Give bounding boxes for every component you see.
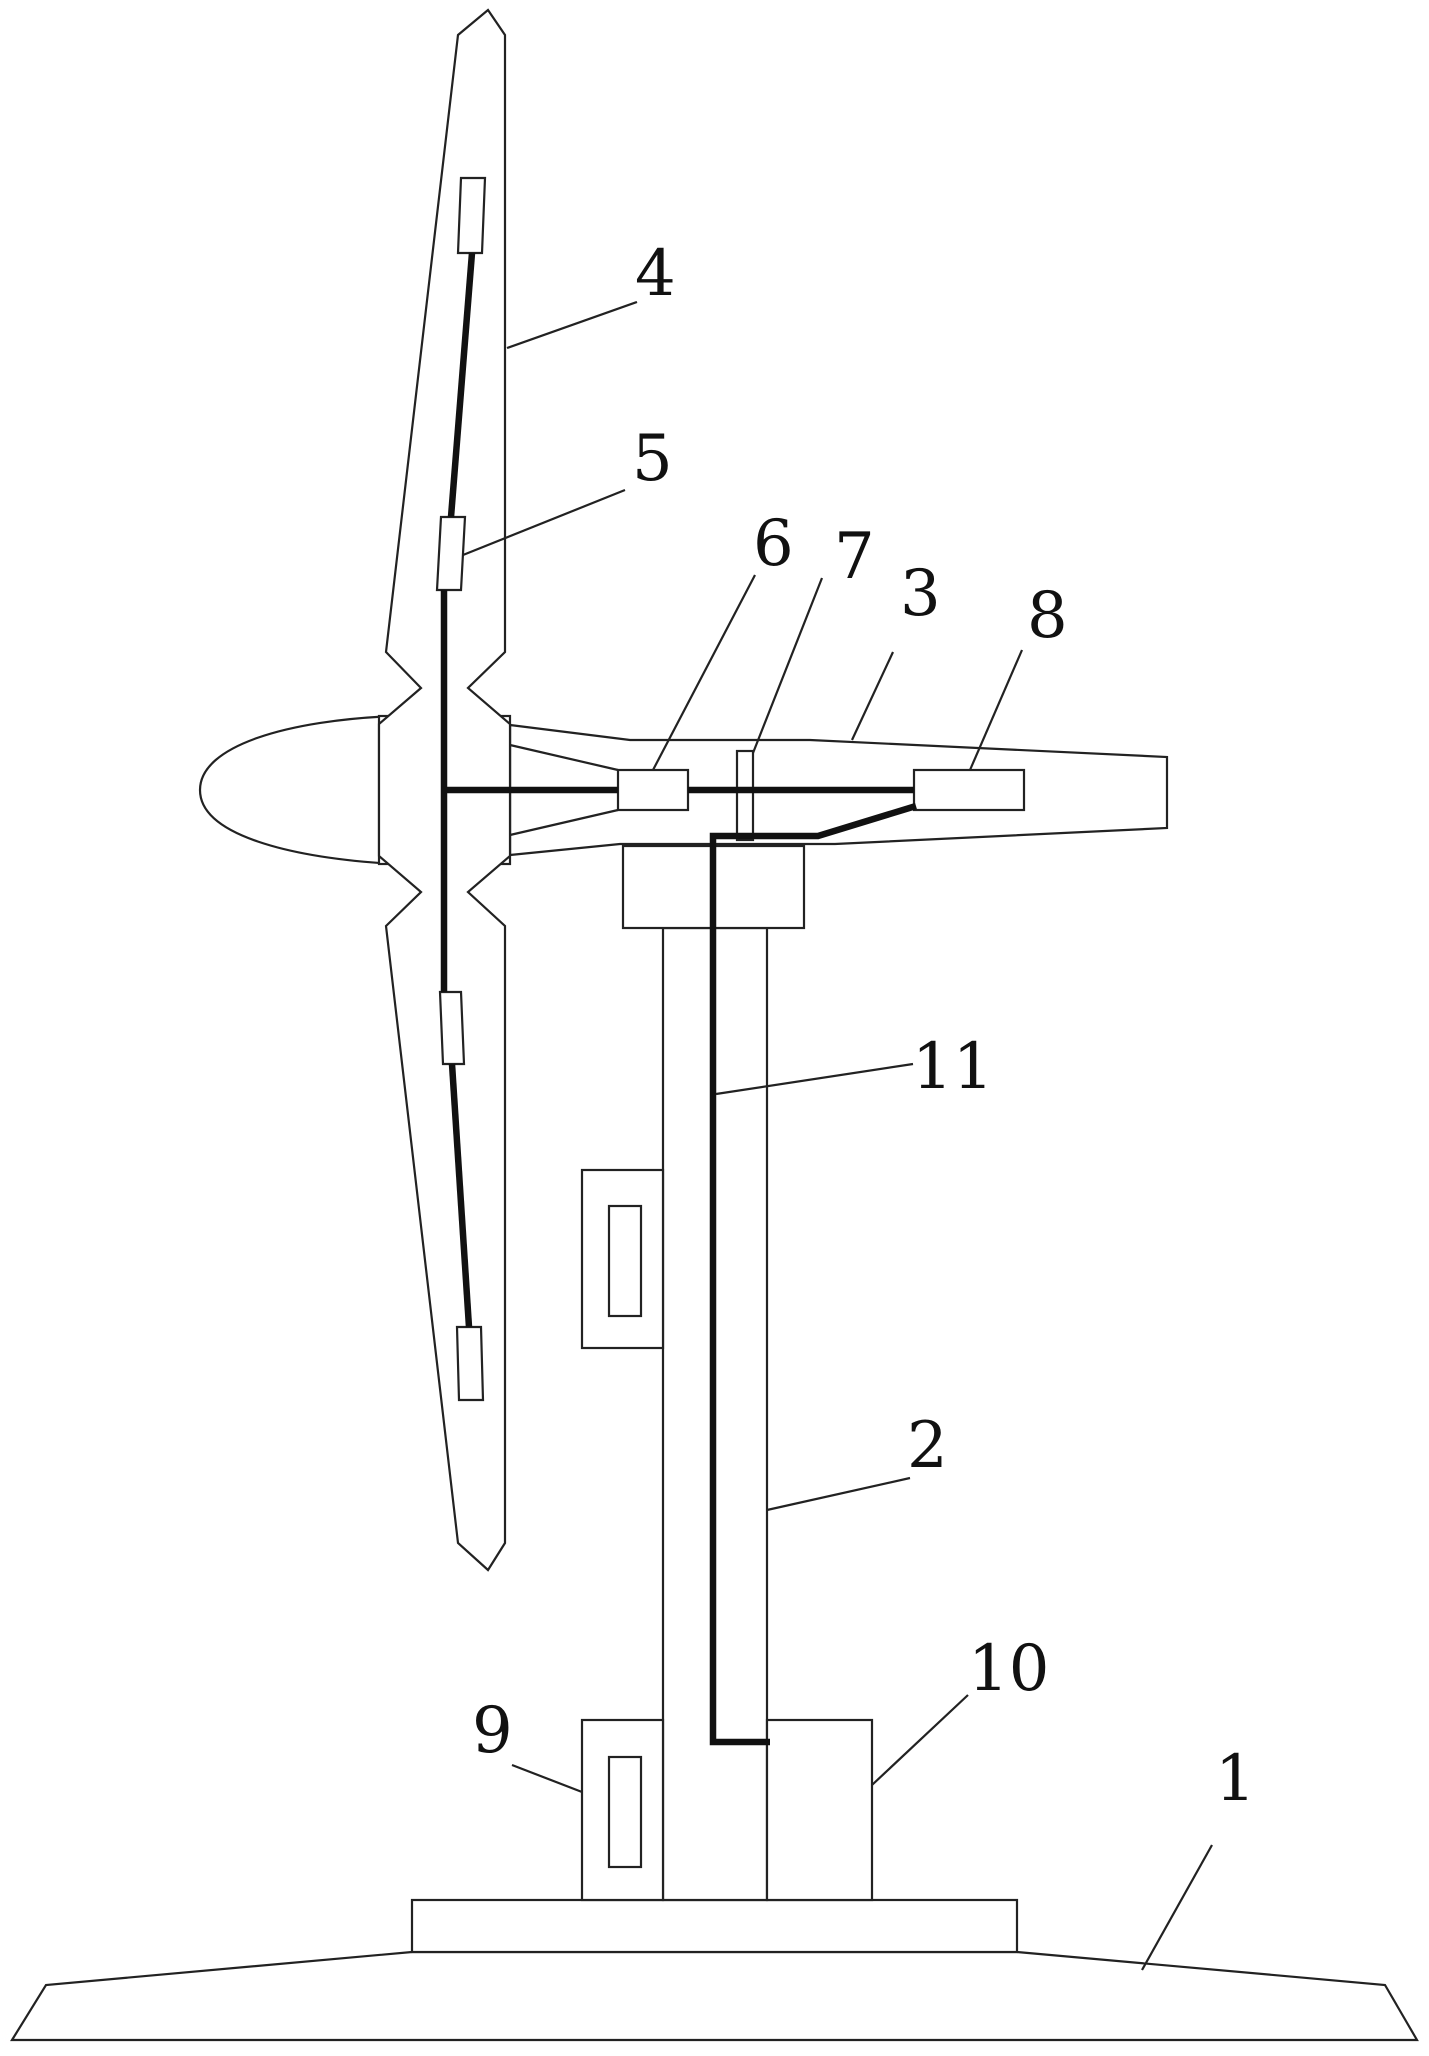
tower-side-box	[580, 1168, 665, 1350]
control-box	[765, 1718, 874, 1902]
label-9: 9	[472, 1694, 513, 1768]
leader-4	[506, 300, 638, 350]
blade-shaft-lower	[448, 1063, 473, 1328]
leader-9	[511, 1763, 583, 1794]
label-3: 3	[900, 557, 941, 631]
leader-5	[462, 488, 626, 557]
blade-joint-lower	[438, 990, 466, 1066]
leader-11	[715, 1062, 914, 1096]
label-4: 4	[635, 237, 676, 311]
leader-lines	[462, 300, 1213, 1971]
part-labels: 4 5 6 7 3 8 11 2 10 9 1	[472, 237, 1256, 1816]
leader-8	[968, 649, 1024, 771]
blade-joint-upper	[435, 515, 467, 592]
label-1: 1	[1215, 1742, 1256, 1816]
leader-3	[851, 651, 894, 741]
base-pedestal	[410, 1898, 1019, 1954]
base-plate	[10, 1950, 1419, 2042]
leader-2	[766, 1476, 911, 1512]
nose-cone	[198, 714, 397, 866]
tower-side-box-inner	[607, 1204, 643, 1318]
blade-shaft-upper	[447, 252, 476, 518]
base-side-box	[580, 1718, 665, 1902]
blade-tip-block-upper	[456, 176, 487, 255]
bearing-support	[735, 749, 755, 842]
label-10: 10	[968, 1632, 1049, 1706]
base-assembly	[10, 1898, 1419, 2042]
label-2: 2	[907, 1409, 948, 1483]
generator	[912, 768, 1026, 812]
label-8: 8	[1027, 579, 1068, 653]
gearbox	[616, 768, 690, 812]
label-11: 11	[912, 1030, 993, 1104]
drive-shafts	[440, 252, 914, 1328]
base-side-box-inner	[607, 1755, 643, 1869]
leader-6	[652, 574, 756, 771]
label-7: 7	[834, 520, 875, 594]
label-6: 6	[753, 507, 794, 581]
cable	[709, 802, 917, 1746]
leader-1	[1141, 1844, 1213, 1971]
blade-joints	[435, 176, 487, 1402]
nacelle-inner-taper	[509, 743, 619, 837]
blade-tip-block-lower	[455, 1325, 485, 1402]
leader-7	[751, 577, 824, 754]
leader-10	[871, 1694, 969, 1786]
label-5: 5	[632, 422, 673, 496]
